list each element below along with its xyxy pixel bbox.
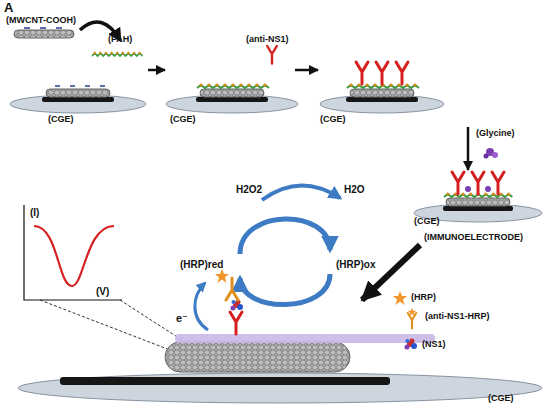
legend-label: (NS1) — [422, 339, 446, 349]
electrode-stage-2 — [197, 83, 269, 88]
electrode-stage-2 — [166, 83, 298, 113]
panel-letter: A — [4, 1, 13, 16]
immunoelectrode — [472, 172, 484, 194]
electrode-stage-3 — [320, 62, 444, 113]
legend-label: (anti-NS1-HRP) — [425, 311, 490, 321]
carbon-nanotube-free — [24, 27, 62, 29]
electrode-stage-1 — [10, 86, 146, 113]
annotation-label: (V) — [96, 286, 109, 298]
annotation-label: (HRP)red — [180, 259, 223, 271]
annotation-label: (HRP)ox — [336, 259, 375, 271]
electrode-stage-3 — [350, 89, 414, 97]
electrode-stage-2 — [200, 89, 264, 97]
annotation-label: (MWCNT-COOH) — [6, 15, 76, 25]
immunoelectrode — [485, 186, 491, 192]
flow-arrow — [362, 245, 420, 300]
flow-arrow — [467, 127, 470, 170]
voltammogram — [40, 300, 182, 350]
sensing-electrode — [60, 377, 390, 385]
electrode-stage-1 — [10, 95, 146, 113]
flow-arrow — [148, 69, 165, 72]
pah-polymer-icon — [92, 51, 142, 56]
sensing-electrode — [215, 269, 229, 283]
glycine-icon — [484, 148, 499, 159]
electrode-stage-3 — [320, 95, 444, 113]
carbon-nanotube-free — [14, 30, 74, 38]
carbon-nanotube-free — [14, 30, 74, 38]
annotation-label: (I) — [30, 207, 39, 219]
voltammogram — [24, 205, 182, 350]
immunoelectrode — [452, 172, 464, 194]
electrode-label: (CGE) — [48, 114, 74, 124]
stage-name: (IMMUNOELECTRODE) — [424, 232, 523, 242]
sensing-electrode — [165, 342, 350, 372]
annotation-label: H2O2 — [236, 184, 262, 196]
immunoelectrode — [414, 172, 542, 222]
immunoelectrode — [446, 198, 510, 206]
sensing-electrode — [226, 278, 238, 300]
annotation-label: H2O — [344, 184, 365, 196]
immunoelectrode — [492, 172, 504, 194]
sensing-electrode — [18, 269, 542, 403]
electrode-label: (CGE) — [488, 393, 514, 403]
electrode-stage-3 — [346, 97, 418, 102]
glycine-icon — [492, 152, 498, 158]
pah-polymer-icon — [92, 51, 142, 56]
flow-arrow — [295, 69, 318, 72]
electrode-node: (CGE) — [8, 55, 148, 127]
electrode-stage-2 — [166, 95, 298, 113]
electrode-stage-3 — [350, 89, 414, 97]
immunoelectrode — [465, 186, 471, 192]
electrode-node: (CGE) — [165, 55, 295, 127]
voltammogram — [34, 226, 114, 286]
electrode-label: (CGE) — [320, 114, 346, 124]
antibody-icon — [267, 46, 277, 64]
sensing-electrode — [230, 312, 242, 334]
step-label: (Glycine) — [476, 128, 515, 138]
electrode-node: (CGE) (IMMUNOELECTRODE) — [410, 170, 545, 245]
electrode-stage-2 — [196, 97, 268, 102]
immunoelectrode — [443, 206, 513, 211]
legend-label: (HRP) — [411, 292, 436, 302]
voltammogram — [24, 205, 122, 300]
electrode-stage-1 — [42, 97, 114, 102]
legend-icons — [408, 308, 416, 316]
sensing-electrode — [165, 342, 350, 372]
electrode-stage-3 — [376, 62, 388, 84]
electrode-stage-1 — [46, 89, 110, 97]
legend-icons — [405, 339, 418, 350]
legend-icons — [393, 291, 407, 305]
antibody-icon — [267, 46, 277, 64]
step-label: (PAH) — [108, 34, 132, 44]
electrode-stage-3 — [356, 62, 368, 84]
electrode-stage-1 — [55, 85, 105, 87]
electrode-label: (CGE) — [170, 114, 196, 124]
electrode-label: (CGE) — [414, 216, 440, 226]
electrode-node: (CGE) — [318, 55, 475, 127]
glycine-icon — [484, 154, 489, 159]
electrode-stage-3 — [396, 62, 408, 84]
hrp-catalytic-cycle — [240, 185, 340, 304]
hrp-catalytic-cycle — [240, 219, 330, 254]
immunoelectrode — [446, 198, 510, 206]
step-label: (anti-NS1) — [246, 34, 289, 44]
sensing-electrode — [18, 373, 542, 403]
sensing-electrode — [231, 300, 244, 311]
electron-arrow — [195, 283, 208, 330]
legend-icons — [408, 313, 416, 328]
electrode-stage-1 — [46, 89, 110, 97]
hrp-catalytic-cycle — [262, 185, 340, 200]
sensing-electrode — [175, 334, 435, 343]
electrode-stage-2 — [200, 89, 264, 97]
hrp-catalytic-cycle — [240, 274, 330, 305]
carbon-nanotube-free — [14, 28, 74, 38]
annotation-label: e⁻ — [176, 312, 188, 325]
